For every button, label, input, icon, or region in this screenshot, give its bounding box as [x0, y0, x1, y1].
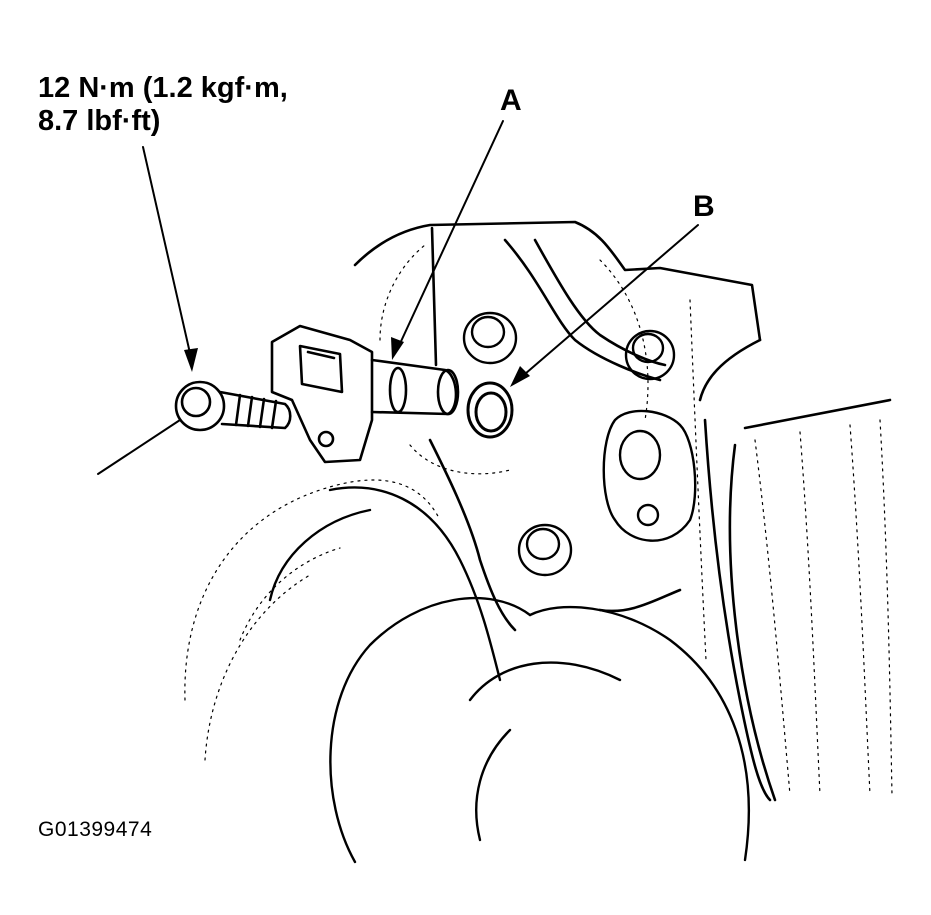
crank-pulley: [268, 486, 751, 864]
sensor-bolt: [174, 380, 292, 432]
engine-housing: [353, 220, 892, 802]
torque-spec-line1: 12 N·m (1.2 kgf·m,: [38, 72, 288, 104]
callout-b-label: B: [693, 190, 715, 223]
torque-spec-line2: 8.7 lbf·ft): [38, 105, 161, 137]
figure-id: G01399474: [38, 818, 153, 841]
mounting-bosses: [462, 311, 697, 577]
engine-block-outline: [184, 244, 893, 796]
o-ring: [466, 381, 514, 439]
crankshaft-position-sensor: [270, 324, 460, 464]
leader-lines: [97, 120, 699, 475]
callout-a-label: A: [500, 84, 522, 117]
leader-arrowheads: [184, 337, 530, 387]
torque-spec-label: 12 N·m (1.2 kgf·m, 8.7 lbf·ft): [38, 72, 288, 138]
